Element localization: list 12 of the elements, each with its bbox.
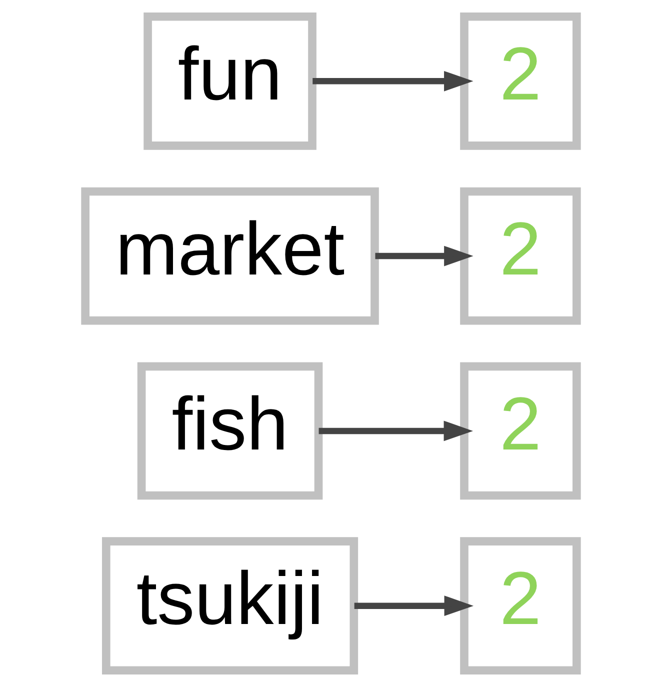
arrow	[312, 70, 474, 92]
node-box: fun	[144, 12, 316, 150]
node-box: 2	[460, 187, 581, 325]
node-box: market	[81, 187, 379, 325]
node-box: 2	[460, 537, 581, 675]
arrow	[318, 420, 474, 442]
node-box: 2	[460, 12, 581, 150]
arrow	[375, 246, 474, 266]
node-box: 2	[460, 362, 581, 500]
node-box: fish	[137, 362, 323, 500]
arrow	[354, 596, 474, 616]
node-box: tsukiji	[102, 537, 358, 675]
